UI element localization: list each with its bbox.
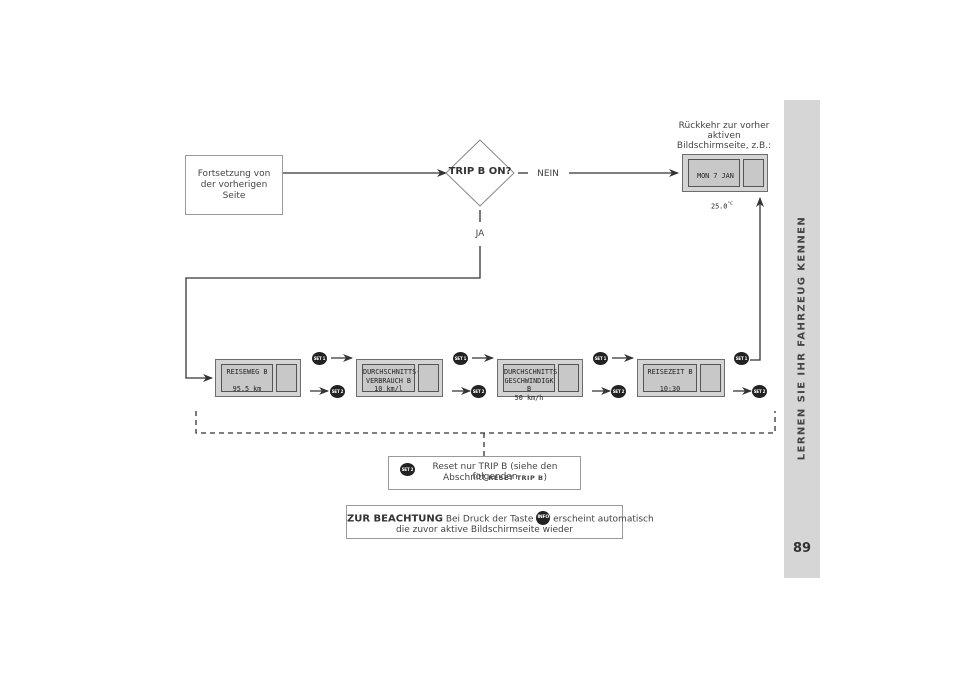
page-number: 89 — [792, 541, 812, 556]
return-display: MON 7 JAN 25.0°C — [682, 154, 768, 210]
set1-button-icon: SET 1 — [312, 352, 327, 365]
reset-text-line-1: Reset nur TRIP B (siehe den folgenden — [432, 462, 558, 482]
note-text-1: Bei Druck der Taste — [442, 514, 537, 525]
display-avg-speed: DURCHSCHNITTS- GESCHWINDIGK B 50 km/h — [497, 359, 583, 402]
display-screen: DURCHSCHNITTS- VERBRAUCH B 10 km/l — [362, 364, 420, 393]
decision-diamond — [445, 139, 515, 207]
display-screen: REISEWEG B 95.5 km — [221, 364, 273, 393]
note-box: ZUR BEACHTUNG Bei Druck der Taste INFO e… — [346, 505, 654, 539]
return-display-line-1: MON 7 JAN — [697, 171, 734, 180]
start-box: Fortsetzung von der vorherigen Seite — [185, 155, 283, 215]
display-side-panel — [276, 364, 297, 392]
return-caption-line-3: Bildschirmseite, z.B.: — [676, 141, 772, 151]
display-screen: DURCHSCHNITTS- GESCHWINDIGK B 50 km/h — [503, 364, 561, 402]
decision-label: TRIP B ON? — [448, 166, 512, 177]
note-line-1: ZUR BEACHTUNG Bei Druck der Taste INFO e… — [347, 511, 654, 526]
reset-text-suffix: ) — [543, 473, 547, 483]
note-heading: ZUR BEACHTUNG — [347, 513, 443, 525]
display-trip-distance: REISEWEG B 95.5 km — [215, 359, 301, 397]
yes-label: JA — [475, 229, 485, 239]
reset-info-box: SET 2 Reset nur TRIP B (siehe den folgen… — [388, 456, 581, 490]
chapter-title: LERNEN SIE IHR FAHRZEUG KENNEN — [796, 215, 808, 461]
display-avg-consumption: DURCHSCHNITTS- VERBRAUCH B 10 km/l — [356, 359, 443, 397]
note-line-2: die zuvor aktive Bildschirmseite wieder — [396, 525, 573, 535]
return-caption-line-1: Rückkehr zur vorher — [678, 121, 770, 131]
set2-button-icon: SET 2 — [330, 385, 345, 398]
display-side-panel — [558, 364, 579, 392]
display-screen: REISEZEIT B 10:30 — [643, 364, 697, 393]
no-label: NEIN — [537, 169, 559, 179]
info-button-icon: INFO — [536, 511, 551, 525]
set1-button-icon: SET 1 — [593, 352, 608, 365]
reset-text-line-2: Abschnitt RESET TRIP B) — [415, 473, 575, 483]
return-caption-line-2: aktiven — [707, 131, 741, 141]
return-display-line-2: 25.0 — [711, 202, 728, 211]
reset-text-prefix: Abschnitt — [443, 473, 489, 483]
chapter-sidebar: LERNEN SIE IHR FAHRZEUG KENNEN 89 — [784, 100, 820, 578]
return-display-side-panel — [743, 159, 764, 187]
note-text-2: erscheint automatisch — [550, 514, 654, 525]
start-box-text: Fortsetzung von der vorherigen Seite — [197, 168, 271, 201]
set1-button-icon: SET 1 — [453, 352, 468, 365]
reset-trip-b-reference: RESET TRIP B — [488, 474, 544, 482]
return-display-screen: MON 7 JAN 25.0°C — [688, 159, 740, 210]
set2-button-icon: SET 2 — [400, 463, 415, 476]
set2-button-icon: SET 2 — [752, 385, 767, 398]
return-display-unit: °C — [727, 202, 733, 207]
set1-button-icon: SET 1 — [734, 352, 749, 365]
display-trip-time: REISEZEIT B 10:30 — [637, 359, 725, 397]
set2-button-icon: SET 2 — [611, 385, 626, 398]
set2-button-icon: SET 2 — [471, 385, 486, 398]
display-side-panel — [700, 364, 721, 392]
display-side-panel — [418, 364, 439, 392]
